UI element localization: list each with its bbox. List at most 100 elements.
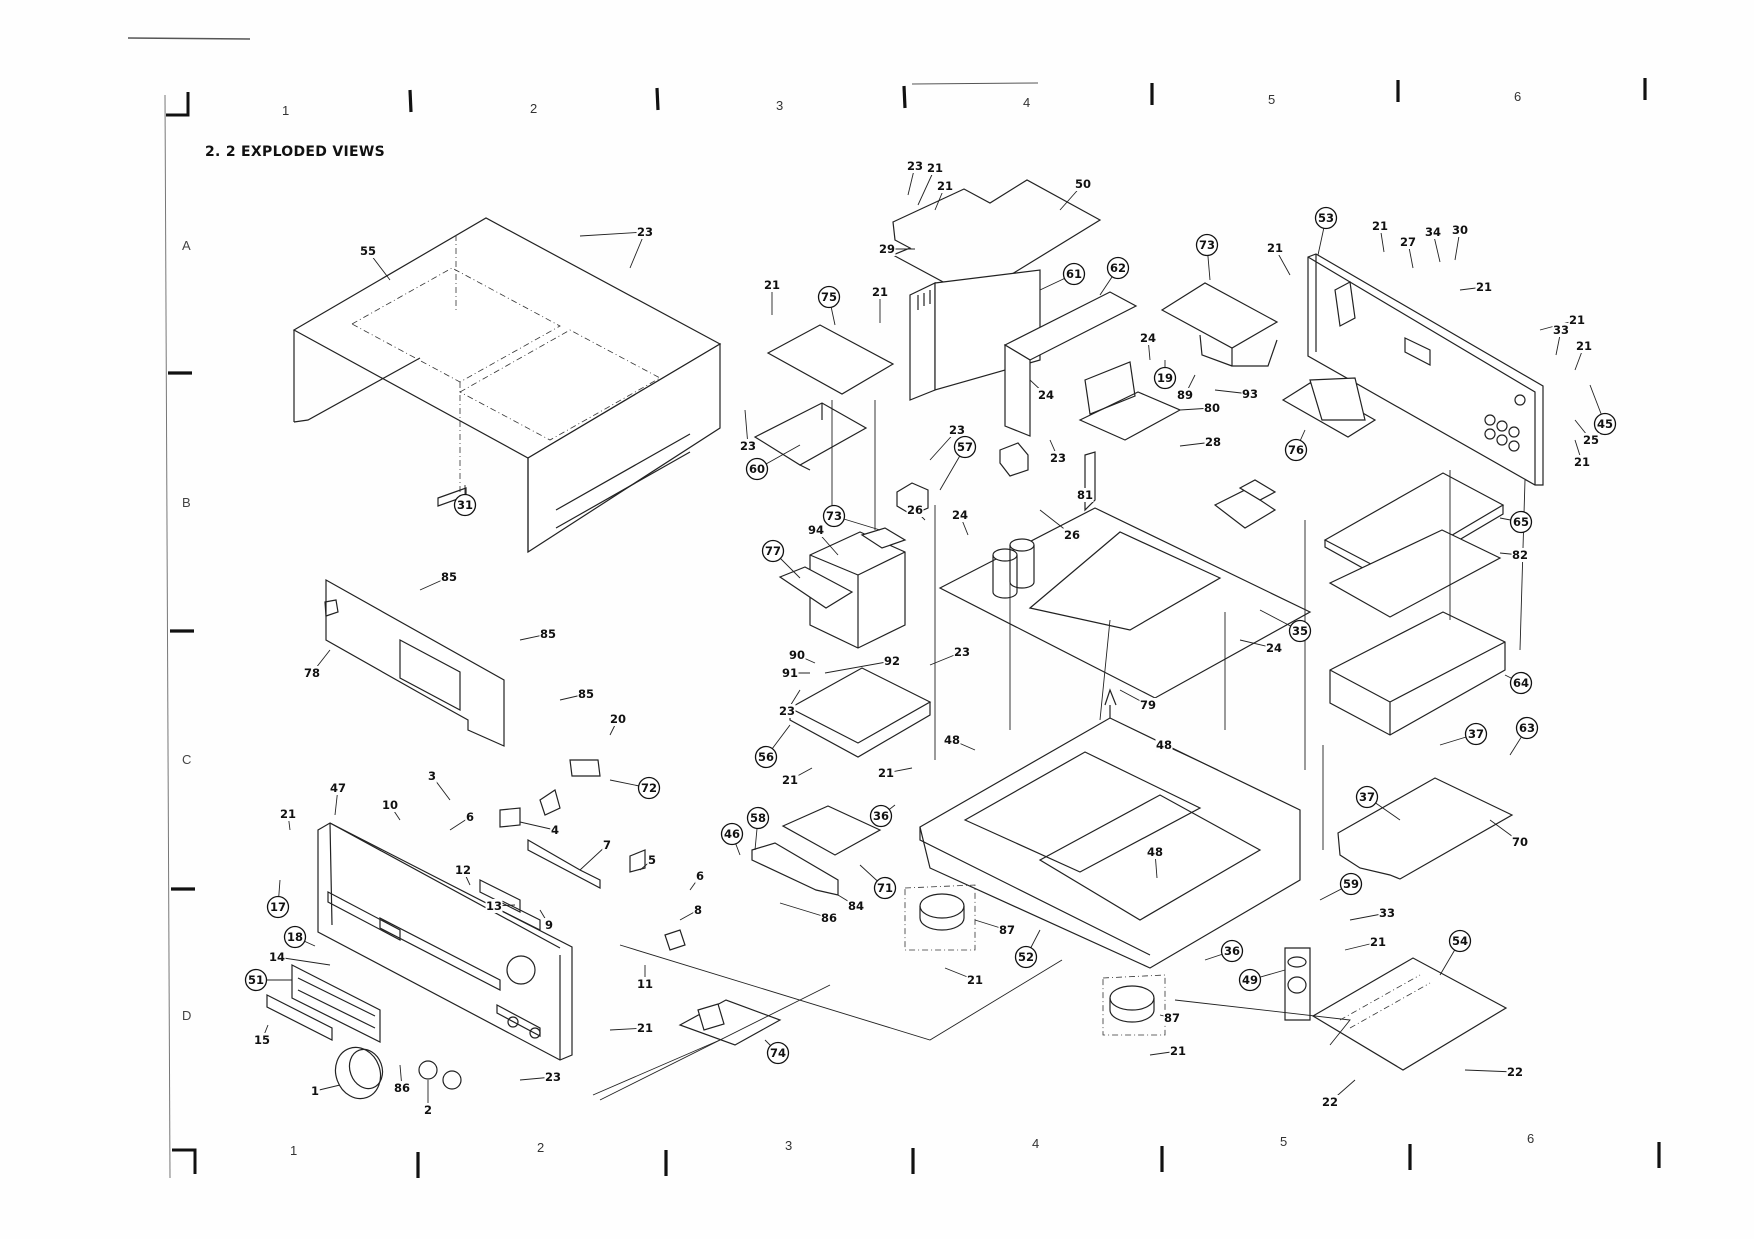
callout-18[interactable]: 18 [283,925,316,949]
callout-78[interactable]: 78 [303,649,331,680]
callout-29[interactable]: 29 [878,242,916,256]
callout-48[interactable]: 48 [1146,845,1164,879]
callout-81[interactable]: 81 [1076,488,1094,502]
part-87-foot-a[interactable] [904,884,976,951]
callout-77[interactable]: 77 [761,539,801,579]
part-87-foot-b[interactable] [1102,974,1166,1036]
part-54-bottom-cover[interactable] [1311,957,1508,1071]
callout-91[interactable]: 91 [781,666,811,680]
callout-92[interactable]: 92 [824,654,901,674]
part-71-pcb[interactable] [781,805,882,856]
callout-93[interactable]: 93 [1214,387,1259,401]
callout-55[interactable]: 55 [359,244,391,281]
part-70-pcb[interactable] [1337,777,1514,880]
callout-21[interactable]: 21 [279,807,297,831]
callout-17[interactable]: 17 [266,879,290,919]
callout-58[interactable]: 58 [746,806,770,851]
part-82-sheet[interactable] [1328,529,1502,618]
callout-21[interactable]: 21 [781,767,813,787]
callout-23[interactable]: 23 [519,1070,562,1084]
callout-21[interactable]: 21 [871,285,889,323]
callout-8[interactable]: 8 [679,903,703,921]
callout-85[interactable]: 85 [559,687,595,701]
callout-80[interactable]: 80 [1179,401,1221,415]
callout-12[interactable]: 12 [454,863,472,886]
callout-48[interactable]: 48 [1155,738,1219,771]
callout-5[interactable]: 5 [639,853,657,871]
callout-30[interactable]: 30 [1451,223,1469,261]
part-53-rear-panel[interactable] [1307,253,1544,486]
callout-87[interactable]: 87 [1159,1011,1181,1025]
callout-21[interactable]: 21 [917,161,944,206]
callout-36[interactable]: 36 [1204,939,1244,963]
callout-21[interactable]: 21 [877,766,913,780]
callout-21[interactable]: 21 [1266,241,1291,276]
callout-85[interactable]: 85 [419,570,458,591]
callout-51[interactable]: 51 [244,968,293,992]
callout-71[interactable]: 71 [859,864,897,900]
callout-1[interactable]: 1 [310,1084,341,1098]
callout-63[interactable]: 63 [1509,716,1539,756]
callout-21[interactable]: 21 [763,278,781,315]
callout-62[interactable]: 62 [1099,256,1130,296]
part-49-foot-insulator[interactable] [1284,947,1311,1021]
callout-26[interactable]: 26 [906,503,926,521]
callout-3[interactable]: 3 [427,769,451,801]
callout-70[interactable]: 70 [1489,819,1529,849]
callout-7[interactable]: 7 [579,838,612,871]
callout-50[interactable]: 50 [1059,177,1092,211]
part-2-knobs[interactable] [418,1060,462,1090]
part-61-heatsink[interactable] [909,269,1041,401]
callout-21[interactable]: 21 [944,967,984,987]
callout-23[interactable]: 23 [906,159,924,196]
callout-31[interactable]: 31 [453,485,477,517]
callout-11[interactable]: 11 [636,965,654,991]
callout-46[interactable]: 46 [720,822,744,856]
part-73-pcb-top[interactable] [1160,282,1279,367]
callout-25[interactable]: 25 [1574,419,1600,447]
callout-23[interactable]: 23 [629,225,654,269]
callout-57[interactable]: 57 [939,435,977,491]
callout-48[interactable]: 48 [943,733,976,751]
callout-20[interactable]: 20 [609,712,627,736]
callout-24[interactable]: 24 [1139,331,1157,361]
part-47-front-panel[interactable] [317,822,573,1061]
part-52-chassis[interactable] [919,688,1301,969]
callout-21[interactable]: 21 [1149,1044,1187,1058]
part-60-bracket[interactable] [753,402,868,471]
part-79-main-pcb[interactable] [938,451,1312,699]
part-78-sub-panel[interactable] [324,578,505,747]
callout-23[interactable]: 23 [739,409,757,453]
callout-86[interactable]: 86 [779,902,838,925]
callout-36[interactable]: 36 [869,804,896,828]
callout-4[interactable]: 4 [519,821,560,837]
callout-33[interactable]: 33 [1349,906,1396,921]
callout-24[interactable]: 24 [1239,639,1283,655]
callout-21[interactable]: 21 [1573,439,1591,469]
callout-13[interactable]: 13 [485,899,516,913]
callout-22[interactable]: 22 [1464,1065,1524,1079]
callout-85[interactable]: 85 [519,627,557,641]
part-74-pcb[interactable] [678,999,782,1046]
callout-90[interactable]: 90 [788,648,816,664]
callout-59[interactable]: 59 [1319,872,1363,901]
callout-54[interactable]: 54 [1439,929,1472,976]
callout-52[interactable]: 52 [1014,929,1041,969]
callout-73[interactable]: 73 [822,504,881,531]
callout-21[interactable]: 21 [1574,339,1593,371]
callout-60[interactable]: 60 [745,444,801,481]
callout-56[interactable]: 56 [754,724,791,769]
callout-24[interactable]: 24 [1029,379,1055,402]
callout-26[interactable]: 26 [1039,509,1081,542]
part-15-window[interactable] [266,994,333,1041]
callout-14[interactable]: 14 [268,950,331,966]
callout-6[interactable]: 6 [449,810,475,831]
callout-61[interactable]: 61 [1039,262,1086,291]
callout-37[interactable]: 37 [1355,785,1401,821]
callout-23[interactable]: 23 [929,645,971,666]
callout-82[interactable]: 82 [1499,548,1529,562]
callout-86[interactable]: 86 [393,1064,411,1095]
callout-9[interactable]: 9 [539,909,554,932]
part-50-heatsink-cover[interactable] [891,179,1102,299]
callout-10[interactable]: 10 [381,798,401,821]
